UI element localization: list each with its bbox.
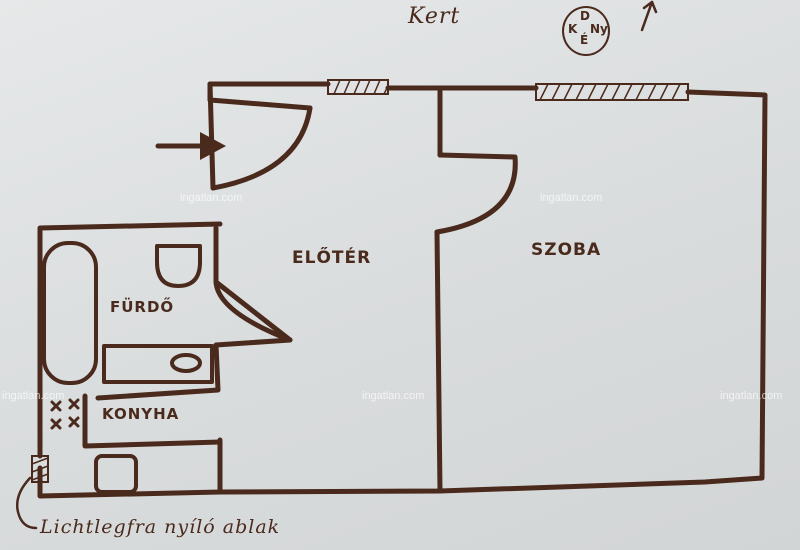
watermark: ingatlan.com [362, 390, 425, 402]
room-door-swing [434, 152, 518, 235]
outer-wall [37, 81, 768, 499]
compass-east-label: Ny [590, 22, 608, 36]
room-label-bath: FÜRDŐ [110, 298, 175, 316]
bathtub [42, 241, 98, 385]
kitchen-sink [94, 454, 138, 494]
kitchen-wall [82, 393, 223, 449]
sink-counter [102, 344, 214, 384]
stove-burner-icon [50, 398, 80, 430]
compass-west-label: K [568, 22, 578, 36]
entrance-door-swing [210, 105, 313, 191]
room-label-hall: ELŐTÉR [292, 248, 372, 268]
bath-door-swing [213, 279, 293, 343]
entrance-arrow-icon [155, 132, 226, 160]
note-pointer [16, 476, 38, 530]
window-hatch-icon [535, 83, 689, 101]
sink-basin [170, 353, 202, 373]
toilet [155, 244, 202, 288]
watermark: ingatlan.com [720, 390, 783, 402]
garden-label: Kert [408, 4, 461, 29]
entrance-wall-stub [207, 81, 216, 191]
watermark: ingatlan.com [540, 192, 603, 204]
room-label-room: SZOBA [531, 240, 602, 260]
window-hatch-icon [31, 455, 49, 483]
compass-rose: D K Ny É [562, 6, 610, 56]
room-label-kitchen: KONYHA [102, 405, 180, 423]
compass-north-label: D [580, 9, 590, 23]
window-hatch-icon [327, 79, 389, 95]
watermark: ingatlan.com [180, 192, 243, 204]
compass-south-label: É [580, 33, 589, 47]
bath-wall [95, 225, 293, 495]
window-note: Lichtlegfra nyíló ablak [40, 516, 281, 538]
watermark: ingatlan.com [2, 390, 65, 402]
north-arrow-icon [640, 0, 658, 32]
partition-wall [434, 87, 443, 494]
